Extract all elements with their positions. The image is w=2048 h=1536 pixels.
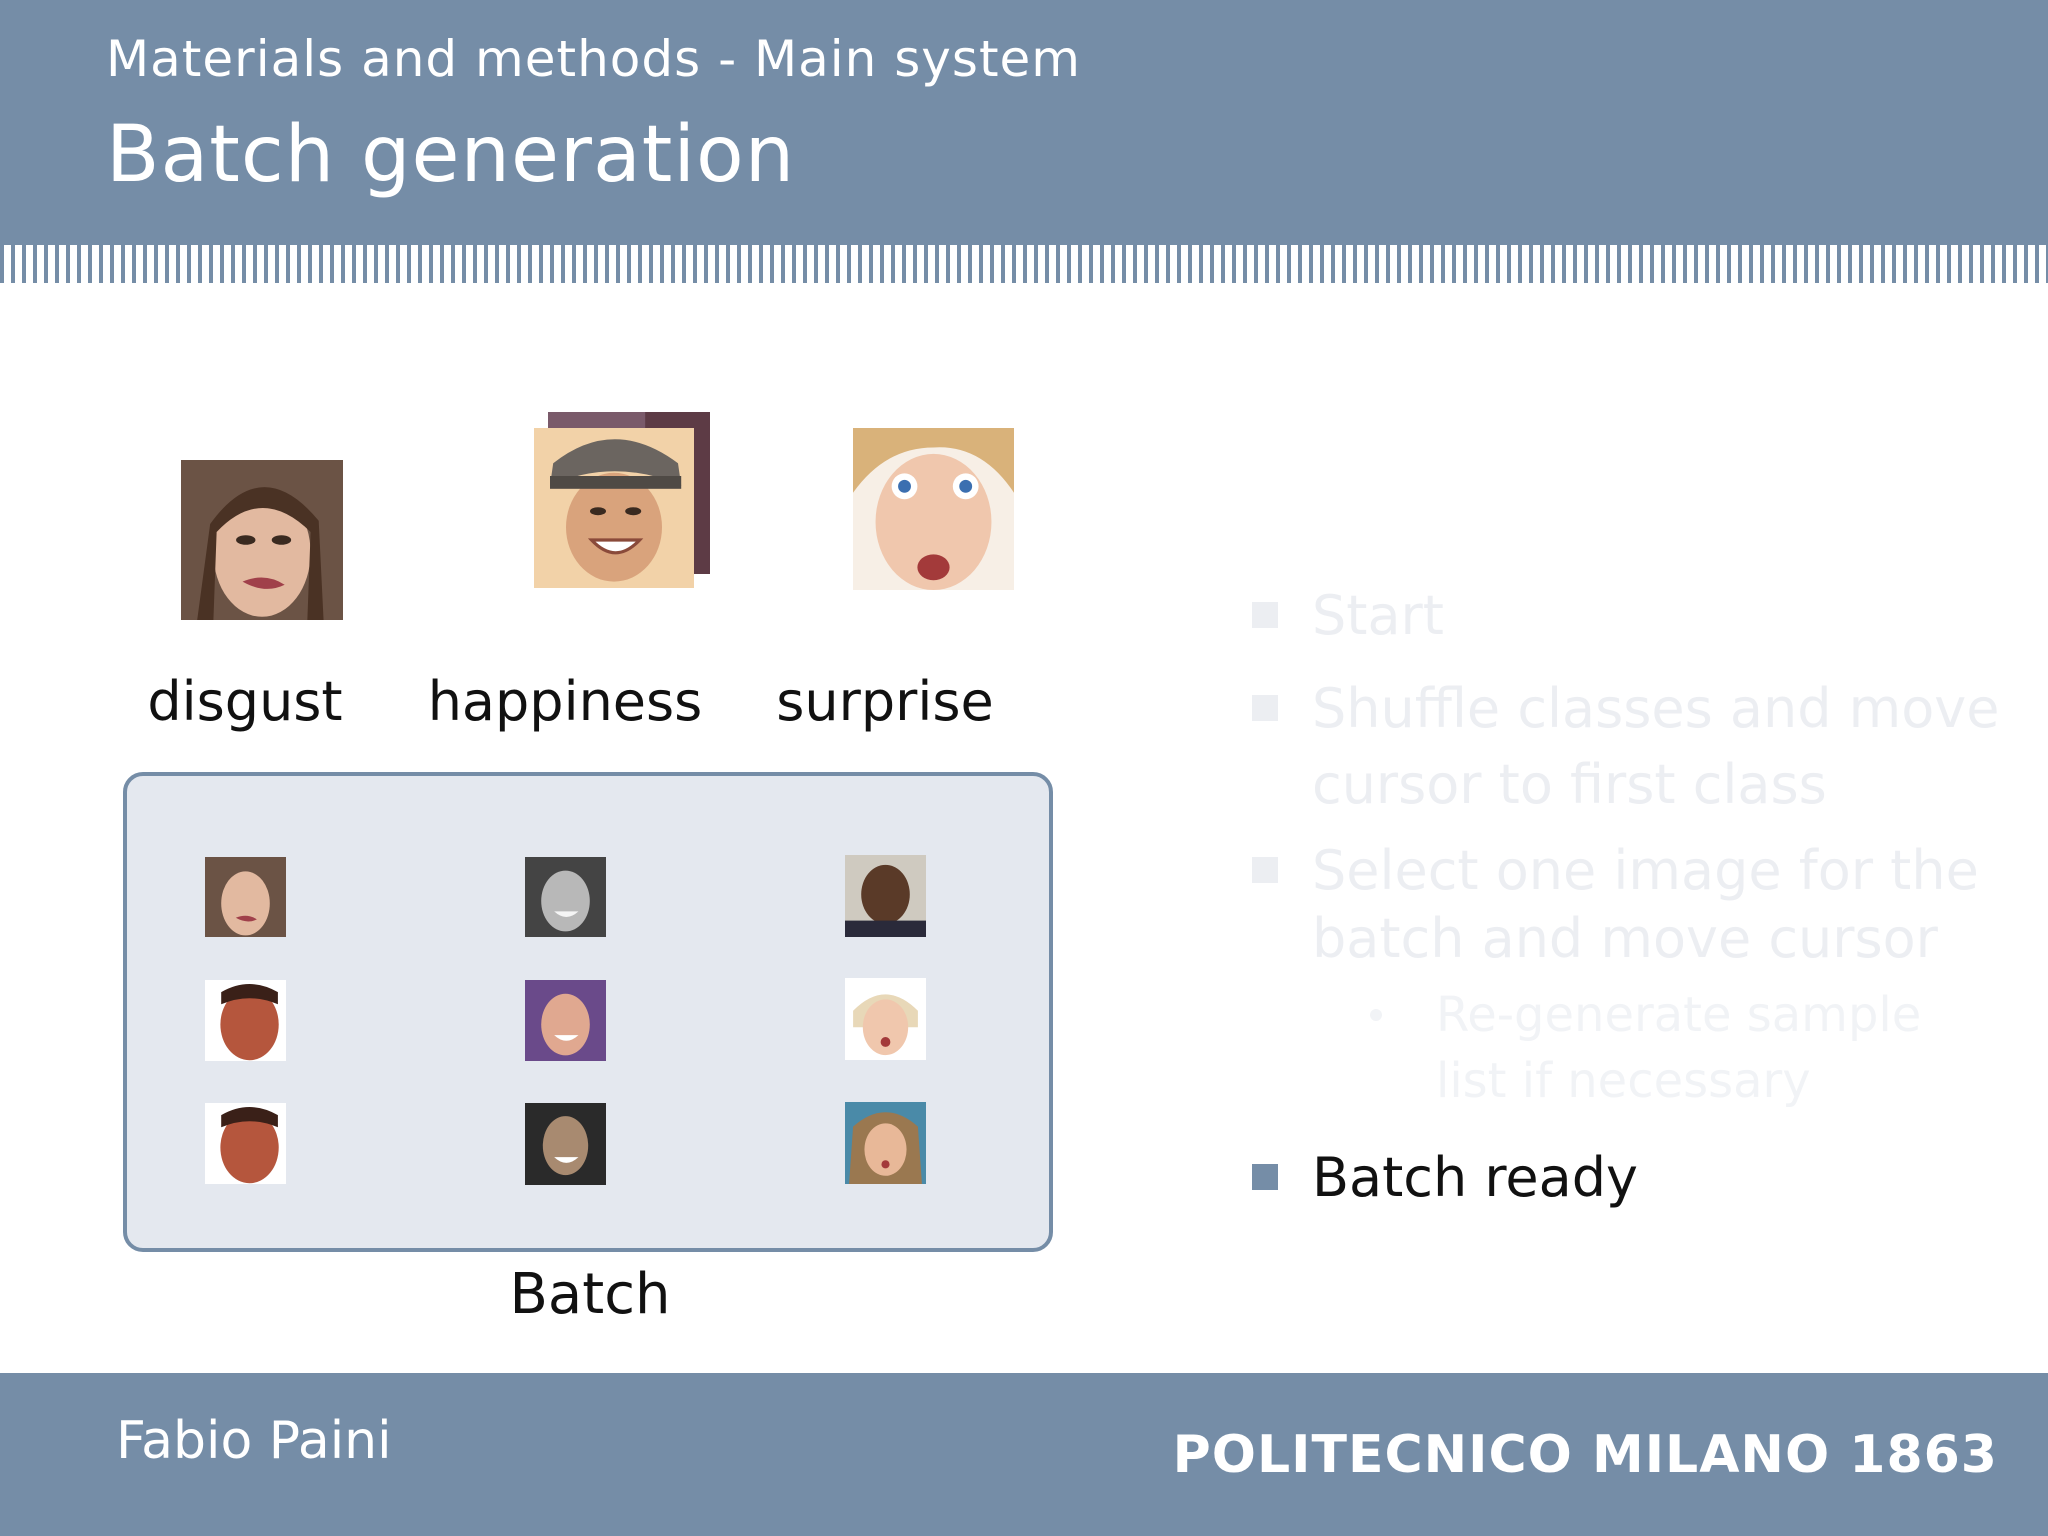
batch-label: Batch: [509, 1262, 671, 1327]
bullet-square-icon: [1252, 602, 1278, 628]
slide-header: Materials and methods - Main system Batc…: [0, 0, 2048, 245]
institution-name: POLITECNICO MILANO 1863: [1172, 1425, 1998, 1485]
batch-thumbnail: [845, 1102, 926, 1184]
slide-footer: Fabio Paini POLITECNICO MILANO 1863: [0, 1373, 2048, 1536]
class-label-disgust: disgust: [147, 670, 343, 733]
batch-thumbnail: [205, 857, 286, 937]
step-text-line2: cursor to first class: [1312, 753, 1827, 816]
class-label-surprise: surprise: [776, 670, 994, 733]
step-text: Start: [1312, 584, 1444, 647]
slide-title: Batch generation: [106, 110, 796, 200]
bullet-square-icon: [1252, 857, 1278, 883]
surprise-face-image: [853, 428, 1014, 590]
batch-thumbnail: [525, 1103, 606, 1185]
batch-thumbnail: [525, 980, 606, 1061]
batch-thumbnail: [525, 857, 606, 937]
step-text-line1: Select one image for the: [1312, 839, 1979, 902]
batch-thumbnail: [205, 1103, 286, 1184]
disgust-face-image: [181, 460, 343, 620]
bullet-square-icon: [1252, 695, 1278, 721]
author-name: Fabio Paini: [116, 1411, 392, 1471]
batch-thumbnail: [845, 978, 926, 1060]
batch-thumbnail: [845, 855, 926, 937]
substep-text-line2: list if necessary: [1436, 1053, 1811, 1109]
substep-text-line1: Re-generate sample: [1436, 987, 1922, 1043]
step-text: Batch ready: [1312, 1146, 1638, 1209]
slide-subtitle: Materials and methods - Main system: [106, 30, 1082, 88]
step-text-line2: batch and move cursor: [1312, 907, 1938, 970]
header-tick-border: [0, 245, 2048, 283]
happiness-face-image: [534, 428, 694, 588]
batch-thumbnail: [205, 980, 286, 1061]
step-text-line1: Shuffle classes and move: [1312, 677, 2000, 740]
bullet-square-icon: [1252, 1164, 1278, 1190]
class-label-happiness: happiness: [427, 670, 703, 733]
bullet-dot-icon: [1370, 1009, 1382, 1021]
